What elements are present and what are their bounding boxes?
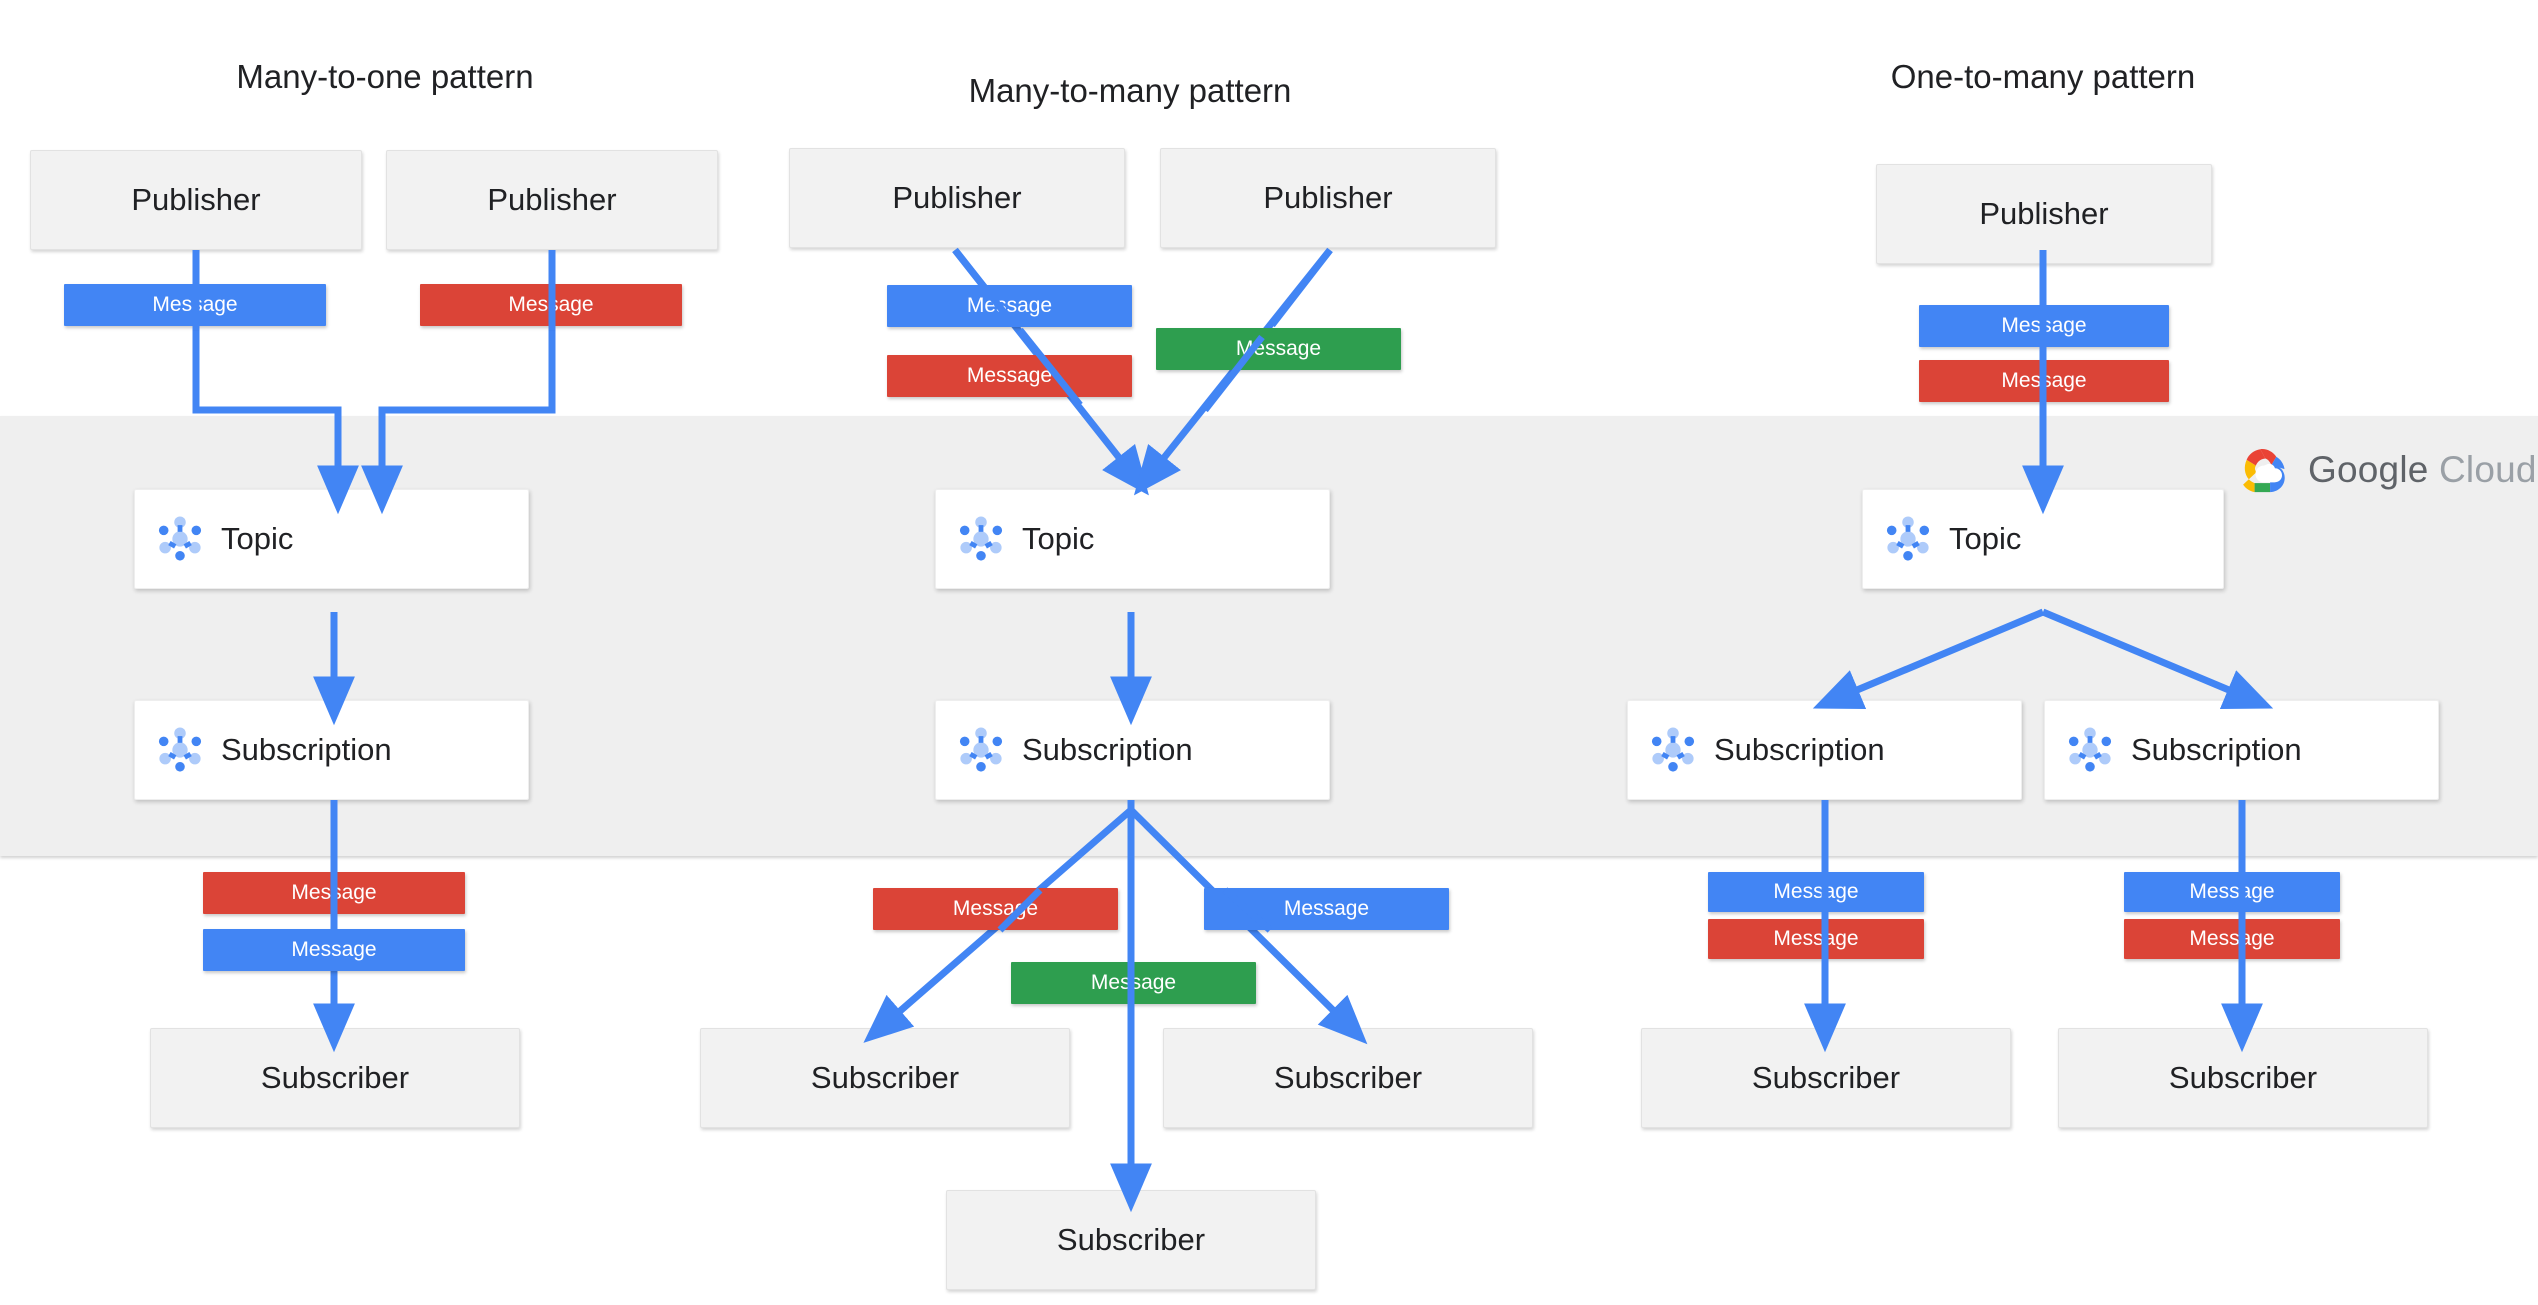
pubsub-topic-icon (1886, 516, 1930, 561)
message-label: Message (966, 364, 1053, 387)
publisher-box[interactable]: Publisher (386, 150, 718, 250)
subscriber-label: Subscriber (1056, 1222, 1206, 1257)
message-chip: Message (1708, 872, 1924, 912)
google-cloud-logo: Google Cloud (2234, 447, 2537, 493)
message-label: Message (1773, 927, 1859, 950)
subscriber-box[interactable]: Subscriber (700, 1028, 1070, 1128)
subscriber-box[interactable]: Subscriber (2058, 1028, 2428, 1128)
message-label: Message (1090, 971, 1177, 994)
message-chip: Message (1919, 360, 2169, 402)
message-label: Message (152, 293, 238, 316)
message-chip: Message (420, 284, 682, 326)
message-label: Message (508, 293, 594, 316)
publisher-box[interactable]: Publisher (1160, 148, 1496, 248)
publisher-label: Publisher (131, 182, 261, 217)
message-chip: Message (1708, 919, 1924, 959)
topic-label: Topic (221, 521, 294, 556)
subscription-box[interactable]: Subscription (134, 700, 529, 800)
topic-label: Topic (1949, 521, 2022, 556)
subscription-box[interactable]: Subscription (1627, 700, 2022, 800)
message-chip: Message (2124, 919, 2340, 959)
publisher-box[interactable]: Publisher (30, 150, 362, 250)
section-title-many-to-one: Many-to-one pattern (236, 58, 534, 95)
subscriber-box[interactable]: Subscriber (1163, 1028, 1533, 1128)
message-label: Message (1283, 897, 1370, 920)
topic-box[interactable]: Topic (1862, 489, 2224, 589)
subscriber-box[interactable]: Subscriber (150, 1028, 520, 1128)
publisher-label: Publisher (1263, 180, 1393, 215)
topic-box[interactable]: Topic (134, 489, 529, 589)
subscription-box[interactable]: Subscription (2044, 700, 2439, 800)
message-label: Message (1235, 337, 1322, 360)
google-cloud-wordmark: Google Cloud (2308, 449, 2537, 491)
message-label: Message (966, 294, 1053, 317)
publisher-box[interactable]: Publisher (789, 148, 1125, 248)
subscription-box[interactable]: Subscription (935, 700, 1330, 800)
message-label: Message (2189, 880, 2275, 903)
message-chip: Message (64, 284, 326, 326)
subscriber-box[interactable]: Subscriber (1641, 1028, 2011, 1128)
subscription-label: Subscription (1022, 732, 1193, 767)
publisher-label: Publisher (1979, 196, 2109, 231)
message-label: Message (2189, 927, 2275, 950)
subscriber-label: Subscriber (1751, 1060, 1901, 1095)
message-chip: Message (887, 285, 1132, 327)
subscriber-label: Subscriber (1273, 1060, 1423, 1095)
message-label: Message (1773, 880, 1859, 903)
subscriber-label: Subscriber (260, 1060, 410, 1095)
message-chip: Message (1919, 305, 2169, 347)
message-chip: Message (2124, 872, 2340, 912)
publisher-label: Publisher (892, 180, 1022, 215)
section-title-one-to-many: One-to-many pattern (1890, 58, 2196, 95)
pubsub-subscription-icon (959, 727, 1003, 772)
topic-box[interactable]: Topic (935, 489, 1330, 589)
message-label: Message (2001, 314, 2087, 337)
message-chip: Message (1156, 328, 1401, 370)
section-title-many-to-many: Many-to-many pattern (968, 72, 1292, 109)
subscriber-label: Subscriber (2168, 1060, 2318, 1095)
subscription-label: Subscription (1714, 732, 1885, 767)
subscriber-label: Subscriber (810, 1060, 960, 1095)
message-label: Message (2001, 369, 2087, 392)
publisher-label: Publisher (487, 182, 617, 217)
message-chip: Message (203, 872, 465, 914)
subscriber-box[interactable]: Subscriber (946, 1190, 1316, 1290)
message-chip: Message (203, 929, 465, 971)
message-chip: Message (873, 888, 1118, 930)
subscription-label: Subscription (221, 732, 392, 767)
pubsub-topic-icon (959, 516, 1003, 561)
publisher-box[interactable]: Publisher (1876, 164, 2212, 264)
message-chip: Message (1204, 888, 1449, 930)
message-label: Message (291, 881, 377, 904)
pubsub-subscription-icon (2068, 727, 2112, 772)
pubsub-topic-icon (158, 516, 202, 561)
message-label: Message (291, 938, 377, 961)
message-label: Message (952, 897, 1039, 920)
topic-label: Topic (1022, 521, 1095, 556)
google-cloud-logo-icon (2243, 449, 2285, 493)
pubsub-subscription-icon (1651, 727, 1695, 772)
message-chip: Message (1011, 962, 1256, 1004)
brand-cloud: Cloud (2439, 449, 2537, 490)
pubsub-subscription-icon (158, 727, 202, 772)
message-chip: Message (887, 355, 1132, 397)
brand-google: Google (2308, 449, 2429, 490)
subscription-label: Subscription (2131, 732, 2302, 767)
